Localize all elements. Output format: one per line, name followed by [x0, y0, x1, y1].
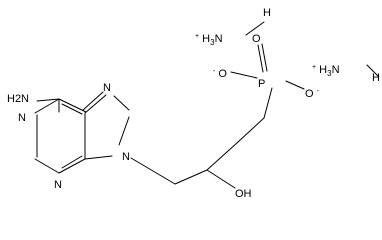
ammonium-2-hydrogen: H: [372, 72, 380, 84]
phosphonate-oxygen-right: O -: [305, 88, 320, 100]
phosphonate-oxygen-double: O: [252, 33, 261, 45]
oh-group: OH: [235, 188, 252, 200]
amine-bond: [36, 98, 60, 102]
ammonium-2-bond: [366, 64, 379, 77]
n3-atom: N: [54, 179, 62, 191]
n1-atom: N: [18, 112, 26, 124]
molecule-canvas: H2N N N N N OH P O - O O - + H3N H + H3N…: [7, 7, 380, 200]
purine-bonds: [34, 91, 130, 174]
phosphonate-bonds: [230, 43, 305, 90]
ammonium-1-bond: [245, 21, 265, 36]
ammonium-2: + H3N: [312, 60, 340, 78]
ammonium-1-hydrogen: H: [263, 7, 271, 19]
phosphorus-atom: P: [258, 78, 265, 90]
phosphonate-oxygen-left: - O: [213, 64, 227, 80]
structure-diagram: H2N N N N N OH P O - O O - + H3N H + H3N…: [7, 7, 380, 200]
side-chain-bonds: [130, 87, 273, 189]
n9-atom: N: [122, 151, 130, 163]
ammonium-1: + H3N: [195, 29, 223, 47]
n7-atom: N: [103, 82, 111, 94]
amine-nh2-label: H2N: [7, 93, 29, 105]
